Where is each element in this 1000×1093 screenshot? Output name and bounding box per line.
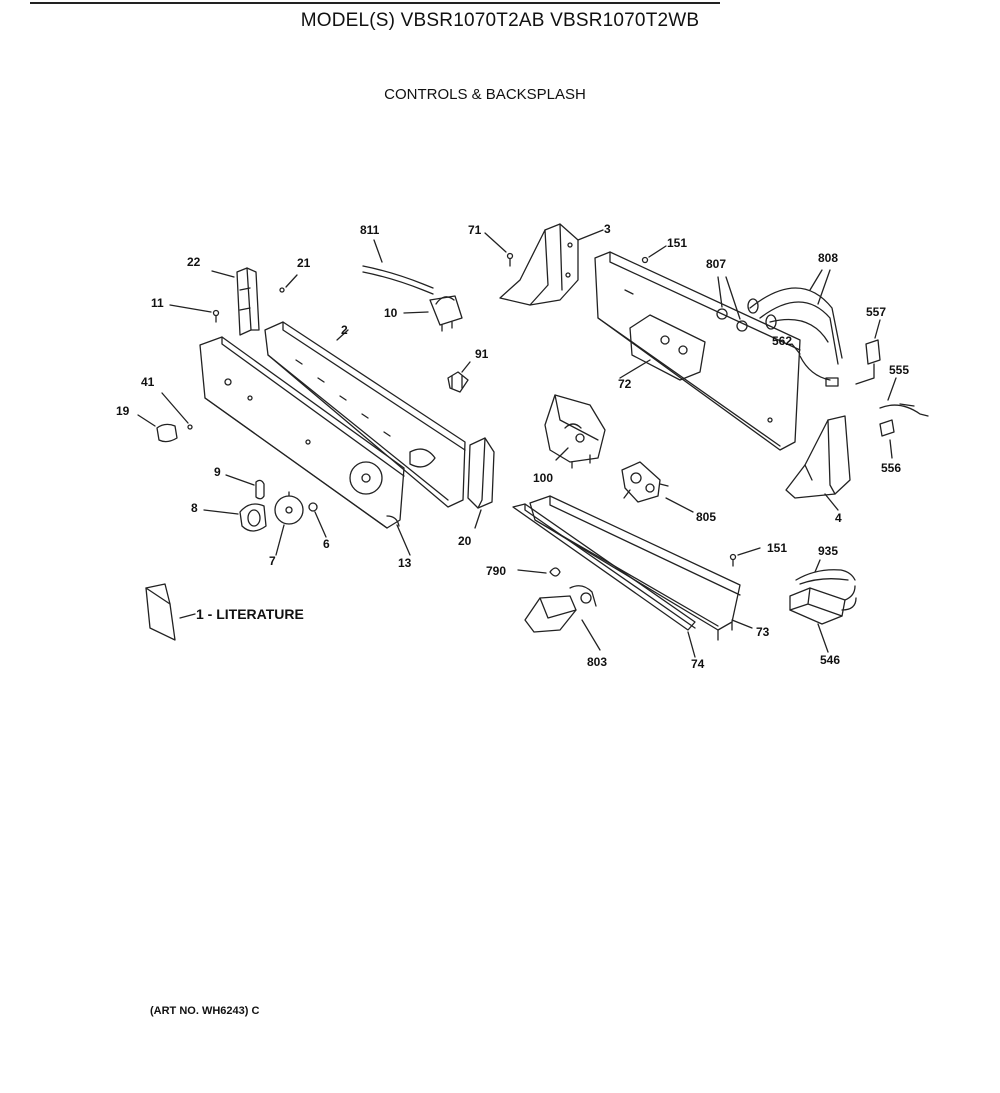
callout-546: 546 <box>820 653 841 667</box>
callout-11: 11 <box>151 296 164 310</box>
callout-935: 935 <box>818 544 839 558</box>
callout-805: 805 <box>696 510 717 524</box>
callout-151-top: 151 <box>667 236 688 250</box>
callout-71: 71 <box>468 223 482 237</box>
part-3-end-cap <box>500 224 603 305</box>
part-73-rear-channel <box>530 496 752 640</box>
callout-151-bottom: 151 <box>767 541 788 555</box>
callout-41: 41 <box>141 375 155 389</box>
art-number: (ART NO. WH6243) C <box>150 1005 260 1017</box>
part-21-screw <box>280 275 297 292</box>
part-807-washers <box>717 277 747 331</box>
callout-807: 807 <box>706 257 727 271</box>
callout-790: 790 <box>486 564 507 578</box>
callout-19: 19 <box>116 404 130 418</box>
callout-556: 556 <box>881 461 902 475</box>
top-rule <box>30 2 720 4</box>
callout-4: 4 <box>835 511 842 525</box>
callout-557: 557 <box>866 305 887 319</box>
callout-2: 2 <box>341 323 348 337</box>
callout-7: 7 <box>269 554 276 568</box>
part-8-knob <box>204 504 266 531</box>
callout-72: 72 <box>618 377 632 391</box>
part-557-connector <box>856 320 880 384</box>
part-7-dial <box>275 492 303 555</box>
part-72-backsplash <box>595 252 800 450</box>
part-555-wire <box>880 378 928 416</box>
part-790-clamp <box>518 568 560 576</box>
callout-8: 8 <box>191 501 198 515</box>
callout-9: 9 <box>214 465 221 479</box>
callout-74: 74 <box>691 657 705 671</box>
section-title: CONTROLS & BACKSPLASH <box>384 86 586 103</box>
callout-6: 6 <box>323 537 330 551</box>
callout-803: 803 <box>587 655 608 669</box>
part-19-knob <box>138 415 177 442</box>
callout-3: 3 <box>604 222 611 236</box>
part-151-screw-bottom <box>731 548 761 566</box>
callout-21: 21 <box>297 256 311 270</box>
literature-label: 1 - LITERATURE <box>196 606 304 622</box>
part-4-end-cap <box>786 416 850 510</box>
callout-73: 73 <box>756 625 770 639</box>
part-151-screw-top <box>643 246 667 263</box>
part-6-nut <box>309 503 326 537</box>
callout-91: 91 <box>475 347 489 361</box>
callout-562: 562 <box>772 334 793 348</box>
part-10-switch <box>404 296 462 331</box>
part-13-front-panel <box>200 337 410 555</box>
part-803-bracket <box>525 586 600 650</box>
part-811-hose <box>363 240 433 294</box>
literature-icon <box>146 584 195 640</box>
callout-811: 811 <box>360 223 380 237</box>
callout-22: 22 <box>187 255 201 269</box>
part-9-clip <box>226 475 264 499</box>
callout-13: 13 <box>398 556 412 570</box>
part-546-terminal-block <box>790 586 856 652</box>
part-71-screw <box>485 233 513 266</box>
part-20-end-cap <box>468 438 494 528</box>
part-808-hoses <box>748 270 842 364</box>
callout-20: 20 <box>458 534 472 548</box>
part-562-wire <box>792 344 838 386</box>
part-11-screw <box>170 305 219 322</box>
page-title: MODEL(S) VBSR1070T2AB VBSR1070T2WB <box>300 10 700 31</box>
callout-10: 10 <box>384 306 398 320</box>
part-91-clip <box>448 362 470 392</box>
part-805-valve <box>622 462 693 512</box>
part-556-terminal <box>880 420 894 458</box>
part-100-timer <box>545 395 605 468</box>
callout-808: 808 <box>818 251 839 265</box>
part-41-clip <box>162 393 192 429</box>
part-2-control-panel-frame <box>265 322 465 507</box>
part-22-end-bracket <box>212 268 259 335</box>
part-935-wire-harness <box>796 560 855 584</box>
part-74-front-rail <box>513 504 695 657</box>
callout-100: 100 <box>533 471 554 485</box>
callout-555: 555 <box>889 363 910 377</box>
